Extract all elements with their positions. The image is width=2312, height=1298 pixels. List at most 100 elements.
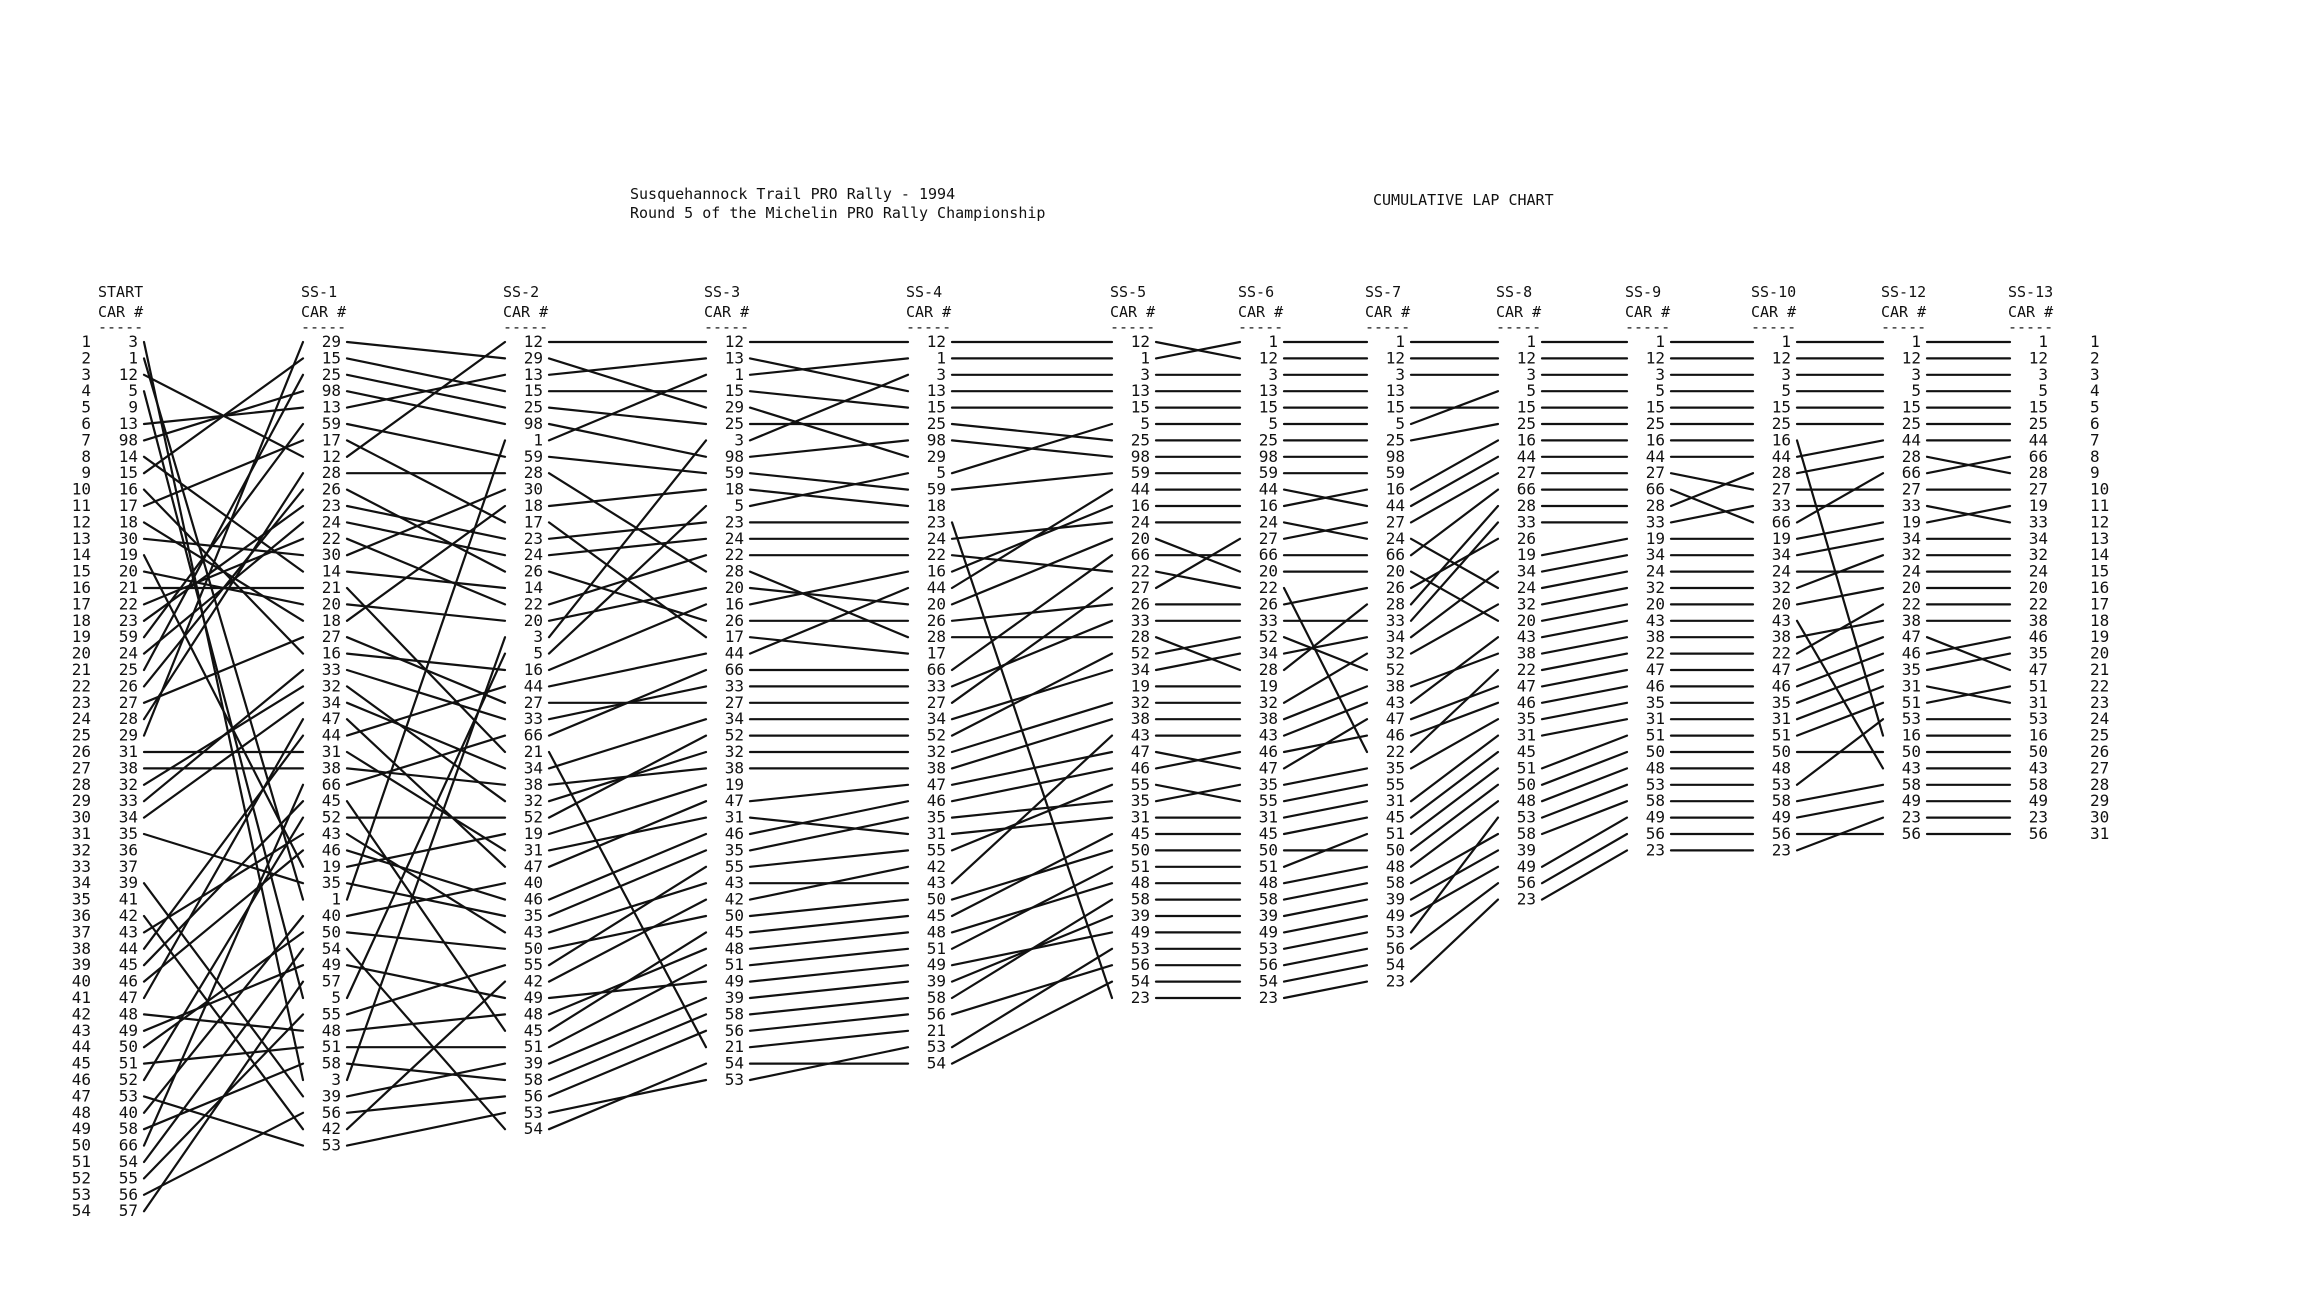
car-number: 39 [1259,906,1278,925]
position-change-lines [142,340,2012,1213]
car-number: 21 [524,742,543,761]
header-dashes: ----- [98,318,143,336]
position-change-line [345,1062,507,1098]
stage-header: SS-3 [704,283,740,301]
position-change-line [1409,570,1500,622]
position-change-line [1154,636,1242,672]
car-number: 49 [1386,906,1405,925]
car-number: 49 [1772,808,1791,827]
position-change-line [1795,668,1885,704]
position-change-line [142,439,305,508]
position-number-left: 24 [72,709,91,728]
car-number: 25 [1902,414,1921,433]
position-change-line [1540,701,1629,721]
car-number: 27 [1131,578,1150,597]
position-change-line [1154,636,1242,655]
car-number: 42 [119,906,138,925]
position-change-line [1409,832,1500,885]
car-number: 24 [1772,562,1791,581]
car-number: 34 [1772,545,1791,564]
car-number: 47 [524,857,543,876]
position-change-line [142,668,305,803]
position-change-line [1540,554,1629,573]
car-number: 47 [1517,676,1536,695]
position-change-line [748,488,910,508]
car-number: 23 [322,496,341,515]
position-change-line [748,472,910,508]
position-change-line [748,570,910,639]
car-header: CAR # [1110,303,1155,321]
car-number: 33 [1517,512,1536,531]
position-number-left: 18 [72,611,91,630]
position-change-line [1409,439,1500,491]
car-number: 48 [322,1021,341,1040]
position-change-line [1282,914,1369,934]
car-number: 34 [1131,660,1150,679]
car-number: 66 [119,1136,138,1155]
car-number: 24 [119,644,138,663]
car-number: 44 [1517,447,1536,466]
car-number: 22 [1646,644,1665,663]
car-number: 58 [2029,775,2048,794]
chart-name: CUMULATIVE LAP CHART [1373,191,1554,209]
car-number: 12 [1517,348,1536,367]
position-change-line [1282,882,1369,901]
car-number: 58 [1902,775,1921,794]
position-change-line [1795,603,1885,655]
position-change-line [345,931,507,950]
position-change-line [142,1013,305,1032]
car-number: 12 [322,447,341,466]
position-change-line [1282,931,1369,950]
car-number: 32 [1386,644,1405,663]
position-number-right: 16 [2090,578,2109,597]
car-number: 13 [1131,381,1150,400]
car-number: 20 [725,578,744,597]
car-number: 52 [1259,627,1278,646]
position-change-line [748,357,910,376]
car-header: CAR # [2008,303,2053,321]
position-change-line [1540,570,1629,590]
position-change-line [1282,586,1369,754]
stage-header: SS-12 [1881,283,1926,301]
car-number: 20 [1646,594,1665,613]
position-number-left: 30 [72,808,91,827]
car-number: 13 [119,414,138,433]
position-change-line [1540,800,1629,836]
car-number: 32 [1772,578,1791,597]
car-number: 50 [1259,840,1278,859]
car-number: 31 [1517,726,1536,745]
car-number: 38 [1386,676,1405,695]
position-change-line [142,701,305,819]
car-number: 98 [322,381,341,400]
car-number: 3 [1781,365,1791,384]
car-number: 15 [1517,398,1536,417]
car-number: 49 [322,955,341,974]
position-number-left: 25 [72,726,91,745]
car-number: 22 [927,545,946,564]
car-number: 25 [119,660,138,679]
car-number: 3 [1395,365,1405,384]
car-number: 59 [725,463,744,482]
position-number-left: 32 [72,840,91,859]
car-number: 12 [524,332,543,351]
car-number: 46 [1902,644,1921,663]
car-number: 35 [119,824,138,843]
position-number-right: 15 [2090,562,2109,581]
car-number: 54 [322,939,341,958]
position-change-line [748,783,910,803]
car-number: 24 [725,529,744,548]
car-number: 16 [1646,430,1665,449]
position-number-left: 1 [81,332,91,351]
car-number: 20 [1772,594,1791,613]
car-number: 1 [734,365,744,384]
position-change-line [1409,455,1500,508]
car-number: 19 [1646,529,1665,548]
car-number: 1 [533,430,543,449]
car-number: 12 [1772,348,1791,367]
car-number: 46 [1131,758,1150,777]
car-number: 50 [119,1037,138,1056]
car-number: 24 [927,529,946,548]
car-number: 46 [725,824,744,843]
car-number: 19 [119,545,138,564]
car-number: 12 [119,365,138,384]
